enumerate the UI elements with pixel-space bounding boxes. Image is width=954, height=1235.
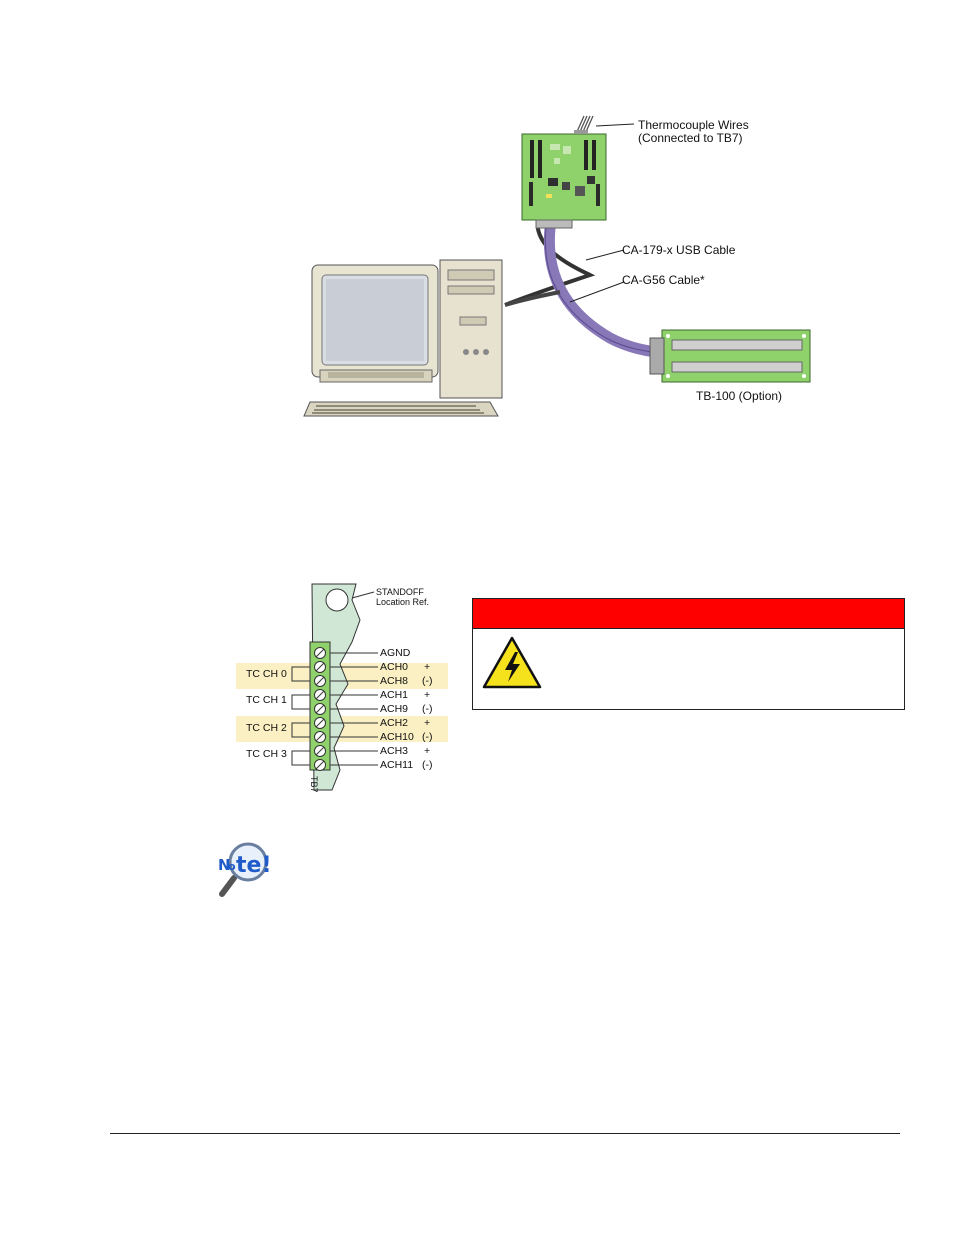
- terminal-label-ach2: ACH2: [380, 717, 409, 729]
- terminal-label-ach0: ACH0: [380, 661, 409, 673]
- tb7-board-art: [291, 583, 378, 791]
- polarity-ach2: +: [424, 717, 431, 729]
- footer-rule: [110, 1133, 900, 1134]
- svg-text:te!: te!: [236, 853, 271, 878]
- tc-ch3-label: TC CH 3: [246, 748, 287, 760]
- terminal-label-ach10: ACH10: [380, 731, 414, 743]
- polarity-ach3: +: [424, 745, 431, 757]
- usb-cable-label: CA-179-x USB Cable: [622, 243, 736, 257]
- system-connection-diagram: Thermocouple Wires (Connected to TB7) CA…: [300, 110, 820, 430]
- thermocouple-wires-sublabel: (Connected to TB7): [638, 131, 743, 145]
- terminal-label-agnd: AGND: [380, 647, 411, 659]
- polarity-ach1: +: [424, 689, 431, 701]
- g56-cable-label: CA-G56 Cable*: [622, 273, 705, 287]
- electric-shock-warning-icon: [482, 636, 542, 689]
- standoff-sublabel: Location Ref.: [376, 597, 430, 607]
- polarity-ach8: (-): [422, 675, 433, 687]
- note-logo-text: N: [218, 856, 231, 874]
- tb100-label: TB-100 (Option): [696, 389, 783, 403]
- polarity-ach11: (-): [422, 759, 433, 771]
- system-diagram-art: [303, 115, 811, 417]
- polarity-ach9: (-): [422, 703, 433, 715]
- terminal-label-ach3: ACH3: [380, 745, 409, 757]
- tc-ch2-label: TC CH 2: [246, 722, 287, 734]
- svg-text:o: o: [228, 860, 236, 873]
- warning-callout: [472, 598, 905, 710]
- polarity-ach0: +: [424, 661, 431, 673]
- tc-ch0-label: TC CH 0: [246, 668, 287, 680]
- warning-header-bar: [473, 599, 904, 629]
- note-magnifier-icon: N o te!: [218, 842, 271, 897]
- thermocouple-wires-label: Thermocouple Wires: [638, 118, 749, 132]
- terminal-label-ach11: ACH11: [380, 759, 414, 771]
- note-callout: N o te!: [214, 840, 278, 900]
- tb7-wiring-diagram: STANDOFF Location Ref. TB7 AGND ACH0 ACH…: [236, 580, 466, 800]
- tb7-board-label: TB7: [309, 776, 319, 793]
- polarity-ach10: (-): [422, 731, 433, 743]
- terminal-label-ach8: ACH8: [380, 675, 409, 687]
- standoff-label: STANDOFF: [376, 587, 424, 597]
- terminal-label-ach1: ACH1: [380, 689, 409, 701]
- terminal-label-ach9: ACH9: [380, 703, 409, 715]
- tc-ch1-label: TC CH 1: [246, 694, 287, 706]
